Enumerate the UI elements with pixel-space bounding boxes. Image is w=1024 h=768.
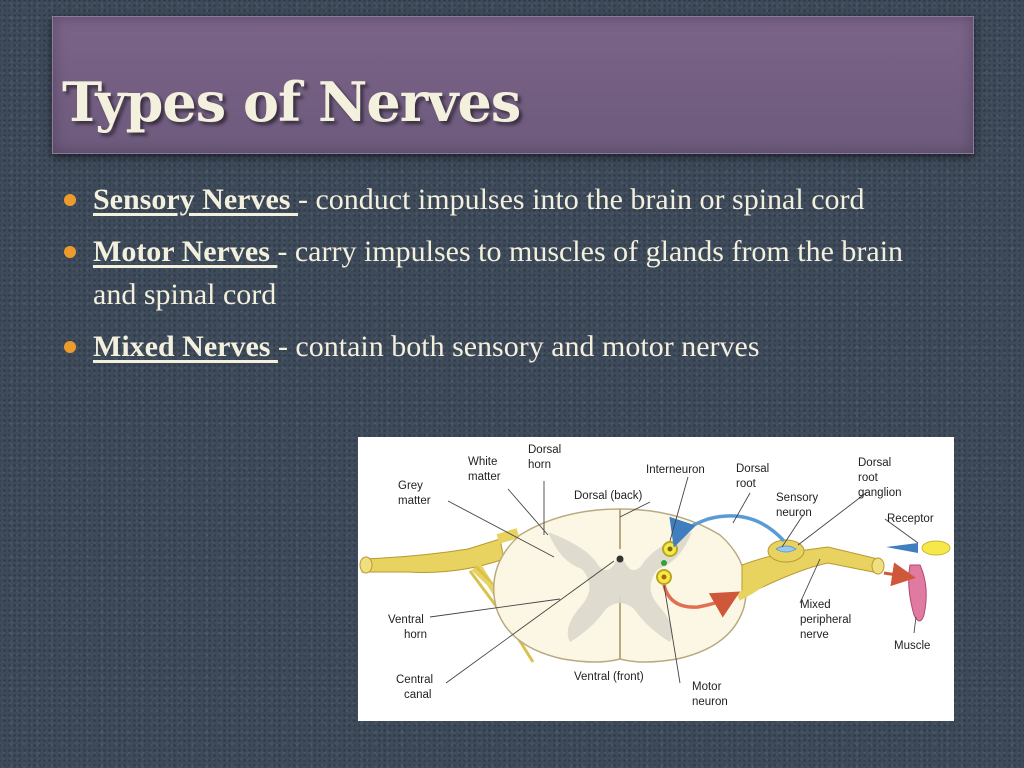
sensory-pathway-arrow — [669, 514, 786, 548]
bullet-mixed-nerves: Mixed Nerves - contain both sensory and … — [64, 325, 944, 368]
label-sensory-neuron: Sensory neuron — [776, 492, 821, 519]
slide-title: Types of Nerves — [62, 70, 521, 134]
bullet-description: - carry impulses to muscles of glands fr… — [93, 235, 904, 311]
label-grey-matter: Grey matter — [398, 480, 431, 507]
bullet-dot-icon — [64, 246, 76, 258]
label-muscle: Muscle — [894, 640, 930, 652]
label-dorsal-horn: Dorsal horn — [528, 444, 564, 471]
label-interneuron: Interneuron — [646, 464, 705, 476]
leader-lines — [429, 476, 919, 684]
label-ventral-front: Ventral (front) — [574, 671, 644, 683]
label-white-matter: White matter — [468, 456, 501, 483]
bullet-sensory-nerves: Sensory Nerves - conduct impulses into t… — [64, 178, 944, 221]
label-motor-neuron: Motor neuron — [692, 681, 728, 708]
bullet-dot-icon — [64, 341, 76, 353]
spinal-cord-svg: Grey matter White matter Dorsal horn Dor… — [359, 444, 951, 708]
bullet-description: - conduct impulses into the brain or spi… — [297, 183, 865, 216]
label-mixed-peripheral-nerve: Mixed peripheral nerve — [800, 599, 854, 641]
bullet-term: Sensory Nerves — [93, 183, 298, 216]
bullet-motor-nerves: Motor Nerves - carry impulses to muscles… — [64, 230, 944, 316]
bullet-list: Sensory Nerves - conduct impulses into t… — [64, 178, 944, 377]
motor-pathway-arrow — [662, 584, 741, 618]
bullet-dot-icon — [64, 194, 76, 206]
bullet-term: Motor Nerves — [93, 235, 278, 268]
label-receptor: Receptor — [887, 513, 934, 525]
bullet-term: Mixed Nerves — [93, 330, 278, 363]
label-dorsal-back: Dorsal (back) — [574, 490, 643, 502]
right-nerve-trunk — [736, 539, 885, 601]
bullet-description: - contain both sensory and motor nerves — [277, 330, 760, 363]
spinal-cord-diagram: Grey matter White matter Dorsal horn Dor… — [358, 437, 954, 721]
label-dorsal-root-ganglion: Dorsal root ganglion — [858, 457, 901, 499]
spinal-cord-section — [493, 508, 747, 663]
muscle-icon — [883, 562, 927, 622]
label-dorsal-root: Dorsal root — [736, 463, 772, 490]
central-canal-icon — [616, 555, 624, 563]
label-ventral-horn: Ventral horn — [388, 614, 427, 641]
label-central-canal: Central canal — [396, 674, 436, 701]
title-banner — [52, 16, 974, 154]
receptor-icon — [886, 540, 951, 556]
